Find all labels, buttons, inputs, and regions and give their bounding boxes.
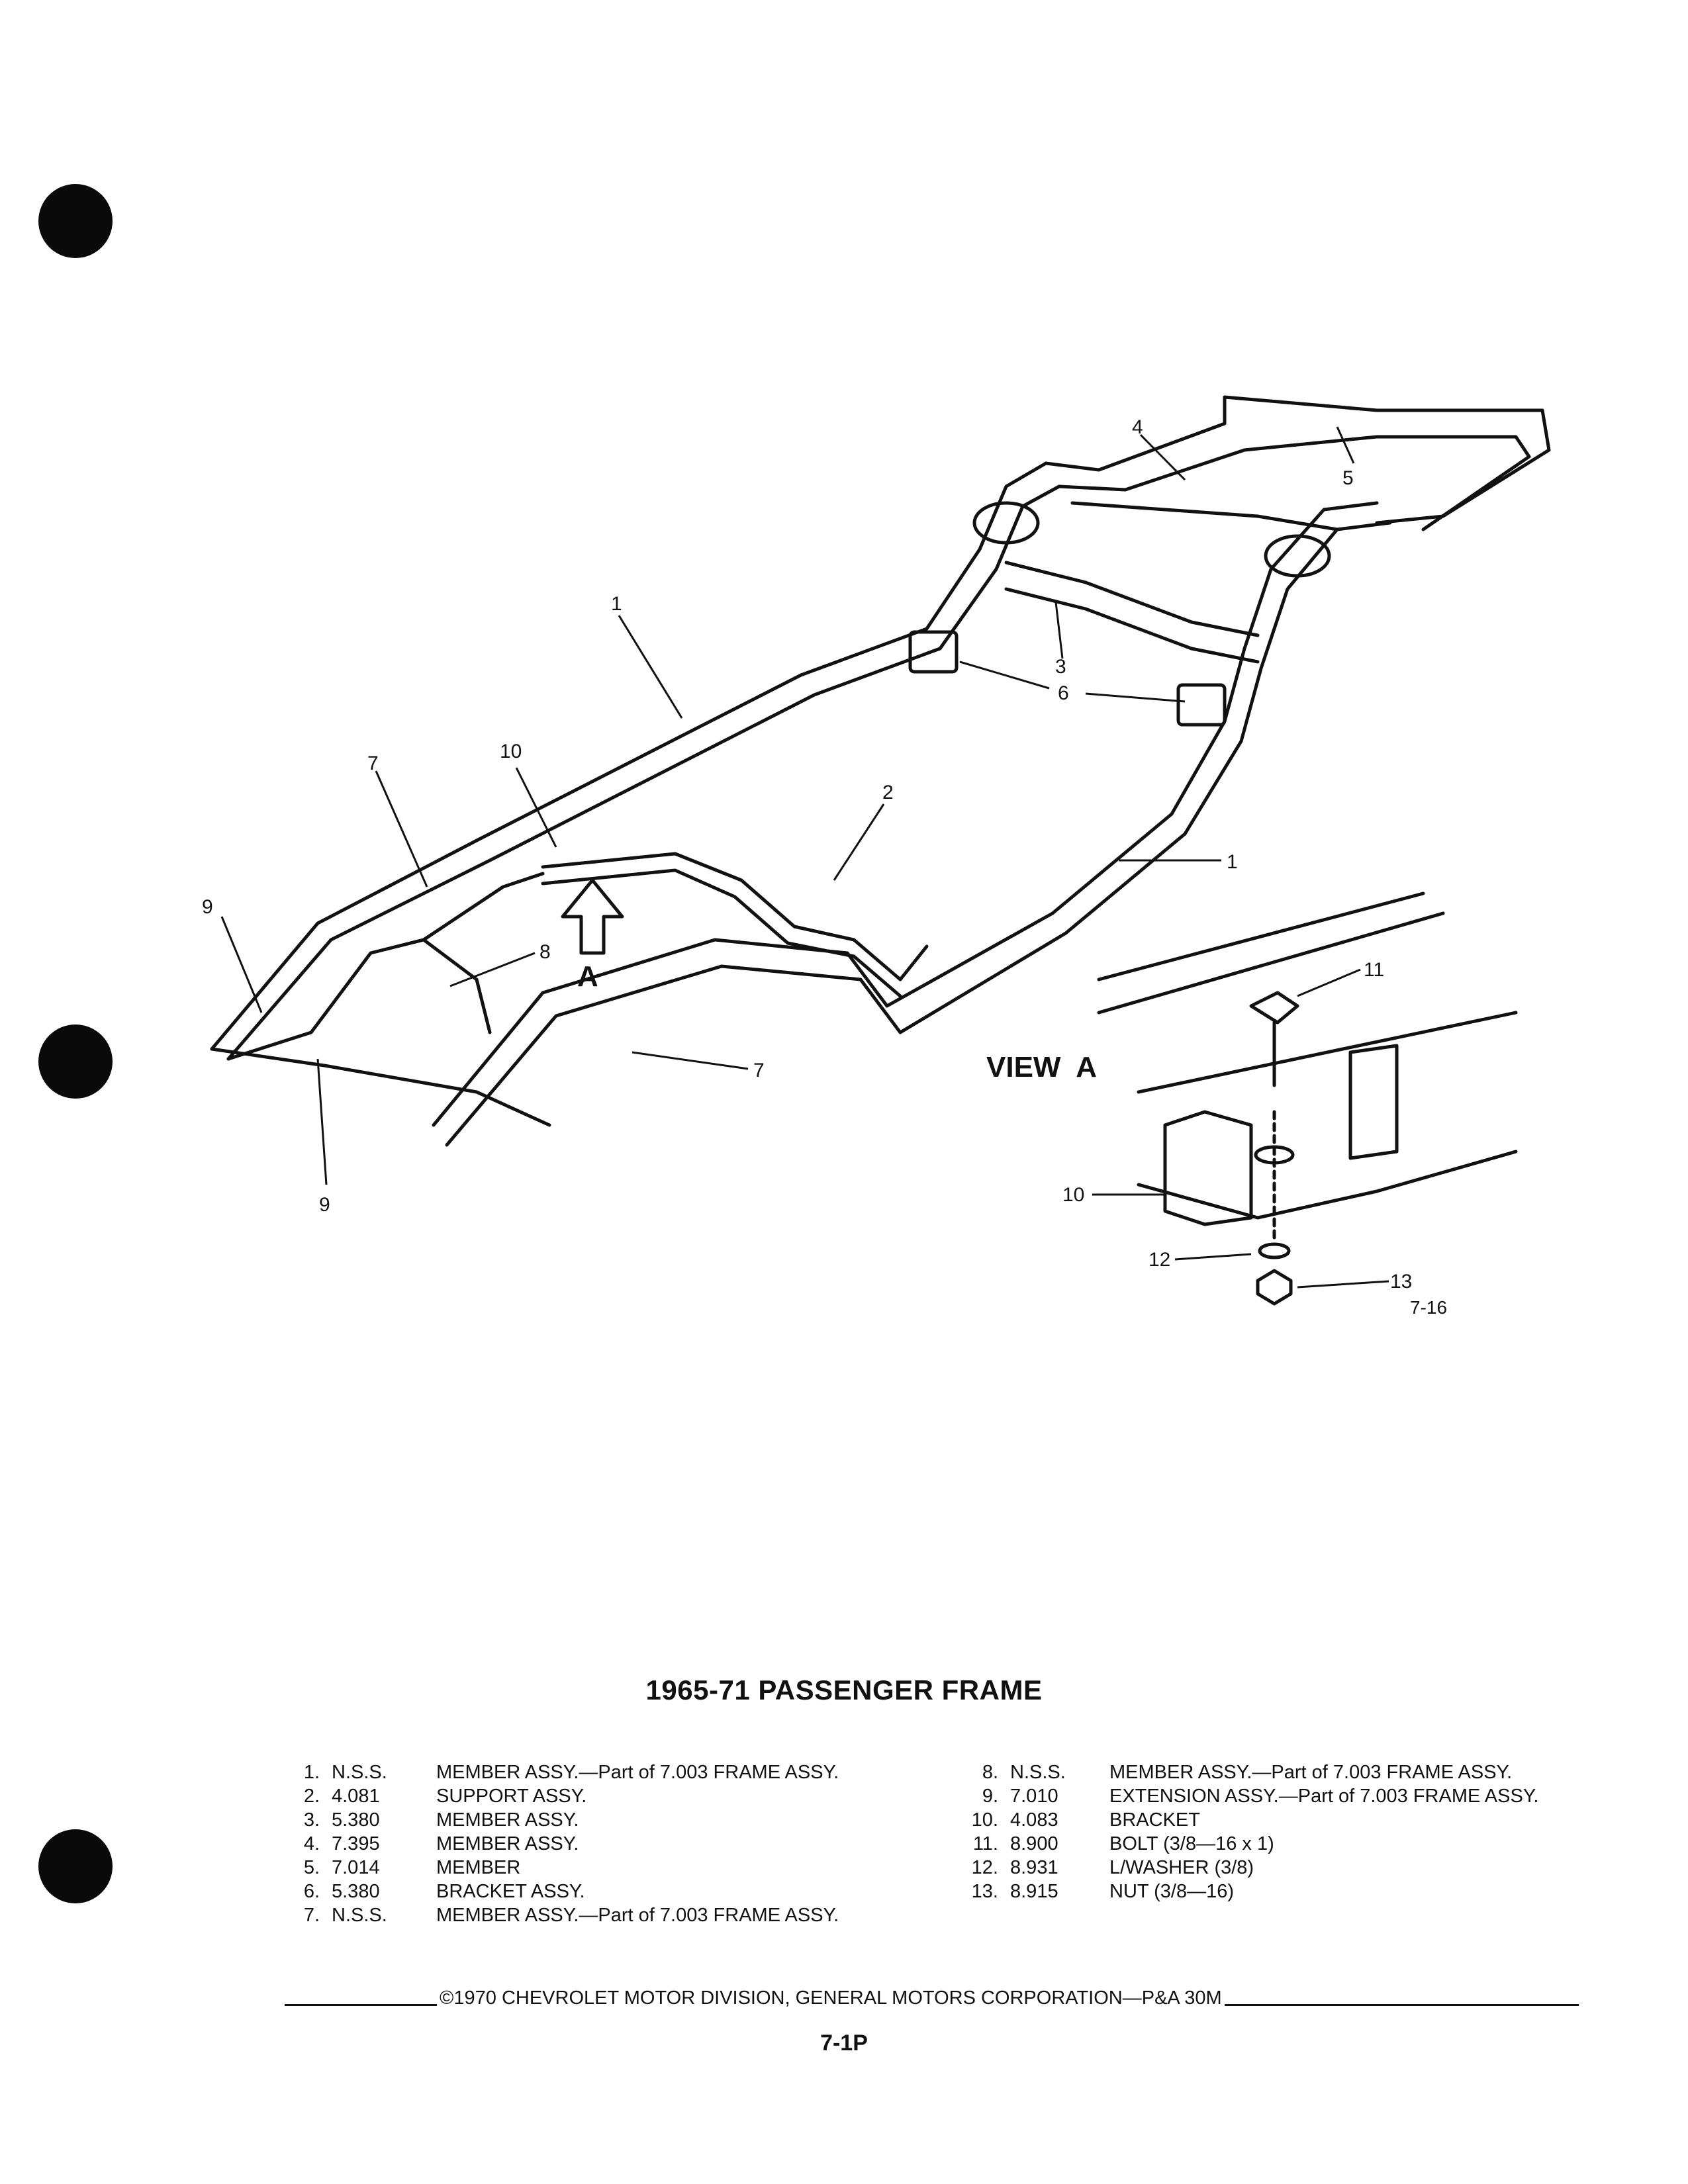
footer-rule-right bbox=[1224, 2004, 1579, 2006]
part-code: 8.915 bbox=[1010, 1881, 1058, 1902]
callout-12: 12 bbox=[1149, 1249, 1170, 1271]
parts-list-right: 8. N.S.S. MEMBER ASSY.—Part of 7.003 FRAME… bbox=[953, 1760, 1589, 1903]
copyright-text: ©1970 CHEVROLET MOTOR DIVISION, GENERAL … bbox=[440, 1987, 1222, 2009]
part-number: 1. bbox=[303, 1762, 320, 1783]
part-row: 7. N.S.S. MEMBER ASSY.—Part of 7.003 FRAME… bbox=[281, 1903, 910, 1927]
page-title: 1965-71 PASSENGER FRAME bbox=[645, 1674, 1043, 1706]
part-row: 13. 8.915 NUT (3/8—16) bbox=[953, 1880, 1589, 1903]
part-row: 6. 5.380 BRACKET ASSY. bbox=[281, 1880, 910, 1903]
part-row: 1. N.S.S. MEMBER ASSY.—Part of 7.003 FRAME… bbox=[281, 1760, 910, 1784]
part-code: 5.380 bbox=[332, 1881, 380, 1902]
punch-hole-top bbox=[38, 184, 113, 258]
part-row: 4. 7.395 MEMBER ASSY. bbox=[281, 1832, 910, 1856]
frame-diagram: 1 1 2 3 4 5 6 7 7 8 9 9 10 A 11 10 12 13… bbox=[202, 395, 1551, 1318]
front-cradle bbox=[1044, 395, 1551, 525]
part-description: BOLT (3/8—16 x 1) bbox=[1109, 1833, 1274, 1854]
part-row: 12. 8.931 L/WASHER (3/8) bbox=[953, 1856, 1589, 1880]
part-number: 10. bbox=[971, 1809, 998, 1831]
callout-7-lower: 7 bbox=[753, 1060, 765, 1081]
copyright-footer: ©1970 CHEVROLET MOTOR DIVISION, GENERAL … bbox=[285, 1987, 1579, 2009]
footer-rule-left bbox=[285, 2004, 437, 2006]
part-code: 8.900 bbox=[1010, 1833, 1058, 1854]
part-row: 10. 4.083 BRACKET bbox=[953, 1808, 1589, 1832]
part-description: EXTENSION ASSY.—Part of 7.003 FRAME ASSY… bbox=[1109, 1786, 1539, 1807]
part-description: MEMBER ASSY. bbox=[436, 1833, 579, 1854]
part-code: 4.081 bbox=[332, 1786, 380, 1807]
part-number: 12. bbox=[971, 1857, 998, 1878]
callout-6: 6 bbox=[1058, 682, 1069, 704]
part-code: 7.010 bbox=[1010, 1786, 1058, 1807]
callout-1-lower: 1 bbox=[1227, 851, 1238, 873]
part-description: MEMBER bbox=[436, 1857, 521, 1878]
part-row: 11. 8.900 BOLT (3/8—16 x 1) bbox=[953, 1832, 1589, 1856]
frame-rail-near bbox=[432, 501, 1379, 1127]
view-a-label: VIEW A bbox=[986, 1051, 1097, 1083]
part-code: 8.931 bbox=[1010, 1857, 1058, 1878]
part-description: SUPPORT ASSY. bbox=[436, 1786, 587, 1807]
callout-2: 2 bbox=[882, 782, 894, 803]
part-code: N.S.S. bbox=[1010, 1762, 1066, 1783]
part-code: N.S.S. bbox=[332, 1762, 387, 1783]
part-description: BRACKET bbox=[1109, 1809, 1200, 1831]
part-description: NUT (3/8—16) bbox=[1109, 1881, 1235, 1902]
callout-10-detail: 10 bbox=[1062, 1184, 1084, 1206]
callout-8: 8 bbox=[539, 941, 551, 963]
front-crossmember bbox=[1004, 561, 1260, 637]
callout-13: 13 bbox=[1390, 1271, 1412, 1293]
part-number: 2. bbox=[303, 1786, 320, 1807]
part-code: 4.083 bbox=[1010, 1809, 1058, 1831]
callout-a: A bbox=[577, 960, 598, 993]
part-number: 4. bbox=[303, 1833, 320, 1854]
part-description: BRACKET ASSY. bbox=[436, 1881, 585, 1902]
punch-hole-middle bbox=[38, 1024, 113, 1099]
center-support bbox=[541, 852, 929, 981]
part-code: N.S.S. bbox=[332, 1905, 387, 1926]
callout-7-upper: 7 bbox=[367, 752, 379, 774]
part-description: MEMBER ASSY. bbox=[436, 1809, 579, 1831]
part-number: 7. bbox=[303, 1905, 320, 1926]
page-number: 7-1P bbox=[820, 2030, 868, 2056]
part-number: 11. bbox=[972, 1833, 998, 1854]
part-code: 7.395 bbox=[332, 1833, 380, 1854]
part-description: MEMBER ASSY.—Part of 7.003 FRAME ASSY. bbox=[1109, 1762, 1513, 1783]
callout-11: 11 bbox=[1364, 959, 1384, 981]
part-number: 9. bbox=[982, 1786, 998, 1807]
punch-hole-bottom bbox=[38, 1829, 113, 1903]
callout-5: 5 bbox=[1342, 467, 1354, 489]
callout-4: 4 bbox=[1132, 416, 1143, 438]
callout-9-upper: 9 bbox=[202, 896, 213, 918]
part-row: 5. 7.014 MEMBER bbox=[281, 1856, 910, 1880]
figure-number: 7-16 bbox=[1410, 1297, 1447, 1318]
callout-10: 10 bbox=[500, 741, 522, 762]
callout-9-lower: 9 bbox=[319, 1194, 330, 1216]
parts-list-left: 1. N.S.S. MEMBER ASSY.—Part of 7.003 FRAME… bbox=[281, 1760, 910, 1927]
part-number: 13. bbox=[971, 1881, 998, 1902]
part-row: 8. N.S.S. MEMBER ASSY.—Part of 7.003 FRAME… bbox=[953, 1760, 1589, 1784]
frame-rail-far bbox=[210, 461, 1048, 1051]
part-row: 3. 5.380 MEMBER ASSY. bbox=[281, 1808, 910, 1832]
part-number: 8. bbox=[982, 1762, 998, 1783]
rear-crossmember bbox=[210, 1047, 551, 1127]
part-number: 6. bbox=[303, 1881, 320, 1902]
part-row: 9. 7.010 EXTENSION ASSY.—Part of 7.003 FRA… bbox=[953, 1784, 1589, 1808]
part-code: 7.014 bbox=[332, 1857, 380, 1878]
part-row: 2. 4.081 SUPPORT ASSY. bbox=[281, 1784, 910, 1808]
part-description: MEMBER ASSY.—Part of 7.003 FRAME ASSY. bbox=[436, 1905, 839, 1926]
callout-1-upper: 1 bbox=[611, 593, 622, 615]
part-description: L/WASHER (3/8) bbox=[1109, 1857, 1254, 1878]
part-description: MEMBER ASSY.—Part of 7.003 FRAME ASSY. bbox=[436, 1762, 839, 1783]
callout-3: 3 bbox=[1055, 656, 1066, 678]
part-number: 3. bbox=[303, 1809, 320, 1831]
part-code: 5.380 bbox=[332, 1809, 380, 1831]
part-number: 5. bbox=[303, 1857, 320, 1878]
